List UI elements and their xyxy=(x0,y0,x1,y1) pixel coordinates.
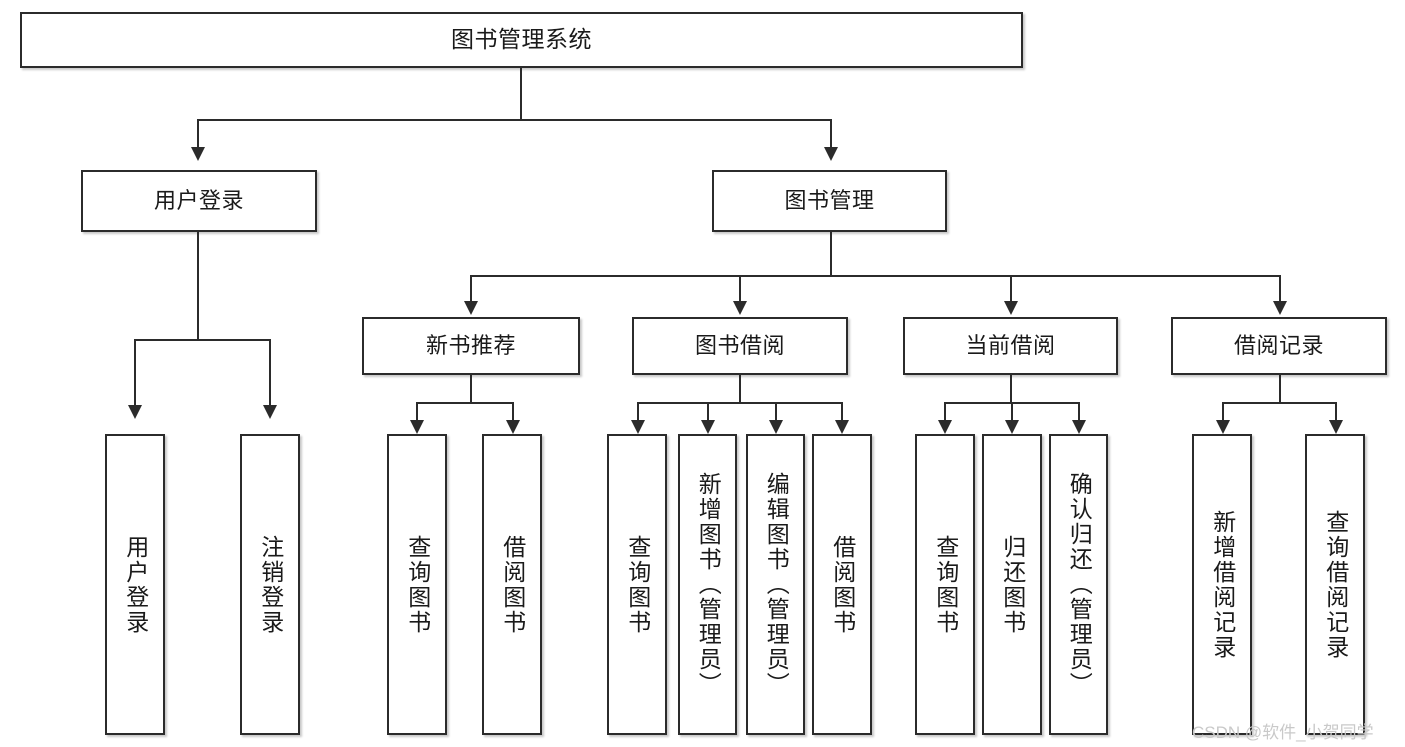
arrow-bookmgmt-to-new xyxy=(464,301,478,315)
leaf-user-login-login[interactable]: 用户登录 xyxy=(105,434,165,735)
node-label: 图书管理 xyxy=(784,188,875,214)
connector-currentborrow-to-leaf3 xyxy=(1078,402,1080,422)
leaf-new-book-borrow[interactable]: 借阅图书 xyxy=(482,434,542,735)
leaf-current-borrow-return[interactable]: 归还图书 xyxy=(982,434,1042,735)
connector-newbook-to-leaf2 xyxy=(512,402,514,422)
arrow-root-to-bookmgmt xyxy=(824,147,838,161)
leaf-book-borrow-borrow[interactable]: 借阅图书 xyxy=(812,434,872,735)
connector-userlogin-to-leaf2 xyxy=(269,339,271,407)
connector-newbook-bus xyxy=(416,402,514,404)
arrow-bookborrow-to-leaf3 xyxy=(769,420,783,434)
leaf-current-borrow-confirm[interactable]: 确认归还（管理员） xyxy=(1049,434,1108,735)
arrow-bookborrow-to-leaf2 xyxy=(701,420,715,434)
connector-currentborrow-to-leaf2 xyxy=(1011,402,1013,422)
arrow-userlogin-to-leaf2 xyxy=(263,405,277,419)
leaf-borrow-record-query[interactable]: 查询借阅记录 xyxy=(1305,434,1365,735)
connector-bookborrow-to-leaf2 xyxy=(707,402,709,422)
connector-userlogin-bus xyxy=(134,339,270,341)
node-label: 借阅记录 xyxy=(1233,333,1324,359)
arrow-currentborrow-to-leaf1 xyxy=(938,420,952,434)
connector-borrowrecord-bus xyxy=(1222,402,1337,404)
arrow-currentborrow-to-leaf3 xyxy=(1072,420,1086,434)
connector-root-bus xyxy=(197,119,832,121)
connector-bookmgmt-to-new xyxy=(470,275,472,303)
node-book-borrow[interactable]: 图书借阅 xyxy=(632,317,848,375)
connector-root-stem xyxy=(520,68,522,120)
connector-bookborrow-to-leaf3 xyxy=(775,402,777,422)
connector-bookmgmt-to-current xyxy=(1010,275,1012,303)
node-root-system[interactable]: 图书管理系统 xyxy=(20,12,1023,68)
node-current-borrow[interactable]: 当前借阅 xyxy=(903,317,1118,375)
arrow-userlogin-to-leaf1 xyxy=(128,405,142,419)
connector-bookmgmt-to-record xyxy=(1279,275,1281,303)
arrow-bookmgmt-to-borrow xyxy=(733,301,747,315)
node-label: 当前借阅 xyxy=(965,333,1056,359)
node-label: 借阅图书 xyxy=(499,534,526,635)
node-label: 查询图书 xyxy=(404,534,431,635)
node-label: 确认归还（管理员） xyxy=(1066,472,1093,697)
leaf-book-borrow-add[interactable]: 新增图书（管理员） xyxy=(678,434,737,735)
node-book-management[interactable]: 图书管理 xyxy=(712,170,947,232)
node-label: 新增图书（管理员） xyxy=(695,472,722,697)
node-label: 用户登录 xyxy=(153,188,244,214)
node-label: 新书推荐 xyxy=(425,333,516,359)
node-label: 查询图书 xyxy=(624,534,651,635)
arrow-currentborrow-to-leaf2 xyxy=(1005,420,1019,434)
leaf-book-borrow-query[interactable]: 查询图书 xyxy=(607,434,667,735)
connector-newbook-to-leaf1 xyxy=(416,402,418,422)
connector-borrowrecord-to-leaf1 xyxy=(1222,402,1224,422)
connector-root-to-userlogin xyxy=(197,119,199,149)
watermark-text: CSDN @软件_小贺同学 xyxy=(1192,723,1374,742)
connector-bookborrow-bus xyxy=(637,402,842,404)
leaf-current-borrow-query[interactable]: 查询图书 xyxy=(915,434,975,735)
arrow-newbook-to-leaf1 xyxy=(410,420,424,434)
arrow-bookmgmt-to-current xyxy=(1004,301,1018,315)
connector-currentborrow-stem xyxy=(1010,375,1012,403)
node-borrow-record[interactable]: 借阅记录 xyxy=(1171,317,1387,375)
connector-bookmgmt-bus xyxy=(470,275,1280,277)
node-label: 用户登录 xyxy=(122,534,149,635)
connector-bookmgmt-stem xyxy=(830,232,832,276)
connector-newbook-stem xyxy=(470,375,472,403)
connector-root-to-bookmgmt xyxy=(830,119,832,149)
arrow-borrowrecord-to-leaf2 xyxy=(1329,420,1343,434)
node-label: 注销登录 xyxy=(257,534,284,635)
node-label: 新增借阅记录 xyxy=(1209,509,1236,660)
arrow-root-to-userlogin xyxy=(191,147,205,161)
node-label: 图书管理系统 xyxy=(451,26,592,53)
connector-userlogin-to-leaf1 xyxy=(134,339,136,407)
connector-bookborrow-to-leaf1 xyxy=(637,402,639,422)
arrow-bookborrow-to-leaf1 xyxy=(631,420,645,434)
leaf-borrow-record-add[interactable]: 新增借阅记录 xyxy=(1192,434,1252,735)
leaf-user-login-logout[interactable]: 注销登录 xyxy=(240,434,300,735)
node-label: 编辑图书（管理员） xyxy=(763,472,790,697)
leaf-book-borrow-edit[interactable]: 编辑图书（管理员） xyxy=(746,434,805,735)
node-label: 查询图书 xyxy=(932,534,959,635)
connector-bookborrow-to-leaf4 xyxy=(841,402,843,422)
connector-bookmgmt-to-borrow xyxy=(739,275,741,303)
node-label: 图书借阅 xyxy=(694,333,785,359)
arrow-borrowrecord-to-leaf1 xyxy=(1216,420,1230,434)
connector-borrowrecord-to-leaf2 xyxy=(1335,402,1337,422)
connector-userlogin-stem xyxy=(197,232,199,340)
node-label: 借阅图书 xyxy=(829,534,856,635)
node-new-book-recommend[interactable]: 新书推荐 xyxy=(362,317,580,375)
connector-currentborrow-to-leaf1 xyxy=(944,402,946,422)
arrow-bookborrow-to-leaf4 xyxy=(835,420,849,434)
connector-borrowrecord-stem xyxy=(1279,375,1281,403)
arrow-bookmgmt-to-record xyxy=(1273,301,1287,315)
node-label: 归还图书 xyxy=(999,534,1026,635)
connector-bookborrow-stem xyxy=(739,375,741,403)
arrow-newbook-to-leaf2 xyxy=(506,420,520,434)
leaf-new-book-query[interactable]: 查询图书 xyxy=(387,434,447,735)
node-label: 查询借阅记录 xyxy=(1322,509,1349,660)
node-user-login[interactable]: 用户登录 xyxy=(81,170,317,232)
